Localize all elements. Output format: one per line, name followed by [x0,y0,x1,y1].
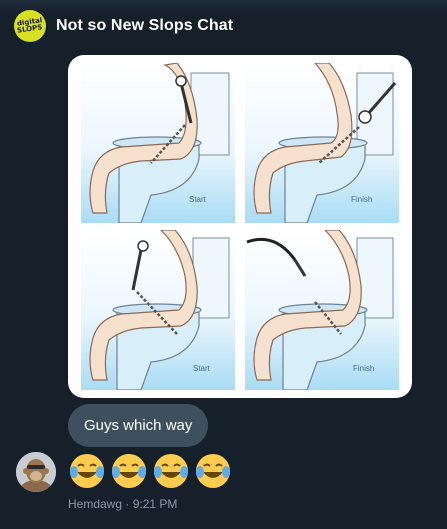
message-meta: Hemdawg · 9:21 PM [68,497,177,511]
joy-emoji-icon [112,454,146,488]
image-panel: Start [81,63,235,223]
emoji-row [68,452,232,490]
message-text: Guys which way [84,417,193,434]
message-time: 9:21 PM [132,497,178,511]
image-panel-label: Start [189,195,206,204]
sender-name[interactable]: Hemdawg [68,497,123,511]
joy-emoji-icon [196,454,230,488]
chat-header: digital SLOPS Not so New Slops Chat [14,10,233,42]
group-avatar[interactable]: digital SLOPS [14,10,46,42]
message-bubble[interactable]: Guys which way [68,404,209,447]
meta-separator: · [125,497,130,511]
image-panel-label: Finish [353,364,375,373]
joy-emoji-icon [154,454,188,488]
joy-emoji-icon [70,454,104,488]
ape-avatar-icon [16,452,56,492]
shared-image[interactable]: Start Finish Start [68,55,412,398]
image-panel-label: Start [193,364,210,373]
image-panel: Finish [245,230,399,390]
image-panel: Finish [245,63,399,223]
avatar[interactable] [16,452,56,492]
image-panel: Start [81,230,235,390]
top-fade [0,0,447,14]
image-panel-label: Finish [351,195,373,204]
group-avatar-text-bottom: SLOPS [16,23,44,35]
chat-title[interactable]: Not so New Slops Chat [56,17,234,34]
